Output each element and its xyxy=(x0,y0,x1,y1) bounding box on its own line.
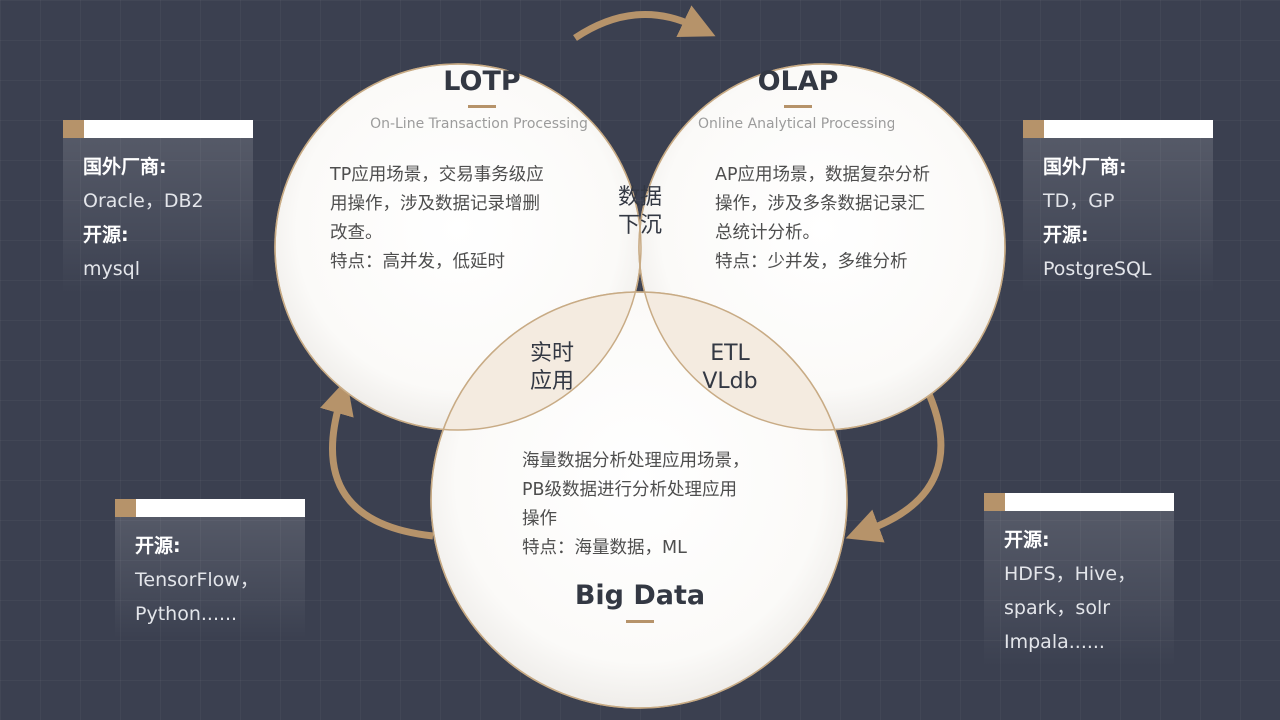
card-value: HDFS，Hive， xyxy=(1004,563,1137,585)
lotp-title: LOTP xyxy=(443,66,521,97)
card-value: Python...... xyxy=(135,603,238,625)
card-value: TensorFlow， xyxy=(135,569,259,591)
lotp-title-underline xyxy=(468,105,496,108)
card-bigdata-ml: 开源: TensorFlow， Python...... xyxy=(115,499,305,639)
card-label: 国外厂商: xyxy=(83,156,167,178)
card-lotp-vendors: 国外厂商: Oracle，DB2 开源: mysql xyxy=(63,120,253,294)
card-label: 开源: xyxy=(1043,224,1089,246)
card-value: Impala...... xyxy=(1004,631,1105,653)
bigdata-title-underline xyxy=(626,620,654,623)
card-label: 开源: xyxy=(135,535,181,557)
bigdata-title: Big Data xyxy=(574,580,706,611)
arrow-left-curve xyxy=(320,379,434,540)
arrow-top-curve xyxy=(573,5,716,41)
olap-description: AP应用场景，数据复杂分析 操作，涉及多条数据记录汇 总统计分析。 特点：少并发… xyxy=(715,165,931,272)
card-value: mysql xyxy=(83,258,140,280)
lotp-subtitle: On-Line Transaction Processing xyxy=(370,116,588,132)
overlap-label-lotp-olap: 数据 下沉 xyxy=(617,185,662,238)
card-bigdata-storage: 开源: HDFS，Hive， spark，solr Impala...... xyxy=(984,493,1174,667)
overlap-lotp-bigdata xyxy=(431,292,641,430)
card-value: Oracle，DB2 xyxy=(83,190,204,212)
overlap-olap-bigdata xyxy=(639,292,847,430)
olap-subtitle: Online Analytical Processing xyxy=(698,116,894,132)
card-value: spark，solr xyxy=(1004,597,1111,619)
overlap-label-lotp-bigdata: 实时 应用 xyxy=(529,341,574,394)
card-value: TD，GP xyxy=(1043,190,1115,212)
overlap-label-olap-bigdata: ETL VLdb xyxy=(702,341,758,394)
olap-title-underline xyxy=(784,105,812,108)
card-olap-vendors: 国外厂商: TD，GP 开源: PostgreSQL xyxy=(1023,120,1213,294)
card-label: 开源: xyxy=(1004,529,1050,551)
lotp-description: TP应用场景，交易事务级应 用操作，涉及数据记录增删 改查。 特点：高并发，低延… xyxy=(330,165,544,272)
card-value: PostgreSQL xyxy=(1043,258,1152,280)
card-label: 开源: xyxy=(83,224,129,246)
olap-title: OLAP xyxy=(757,66,839,97)
arrow-right-curve xyxy=(845,383,945,543)
card-label: 国外厂商: xyxy=(1043,156,1127,178)
bigdata-description: 海量数据分析处理应用场景， PB级数据进行分析处理应用 操作 特点：海量数据，M… xyxy=(522,451,750,558)
